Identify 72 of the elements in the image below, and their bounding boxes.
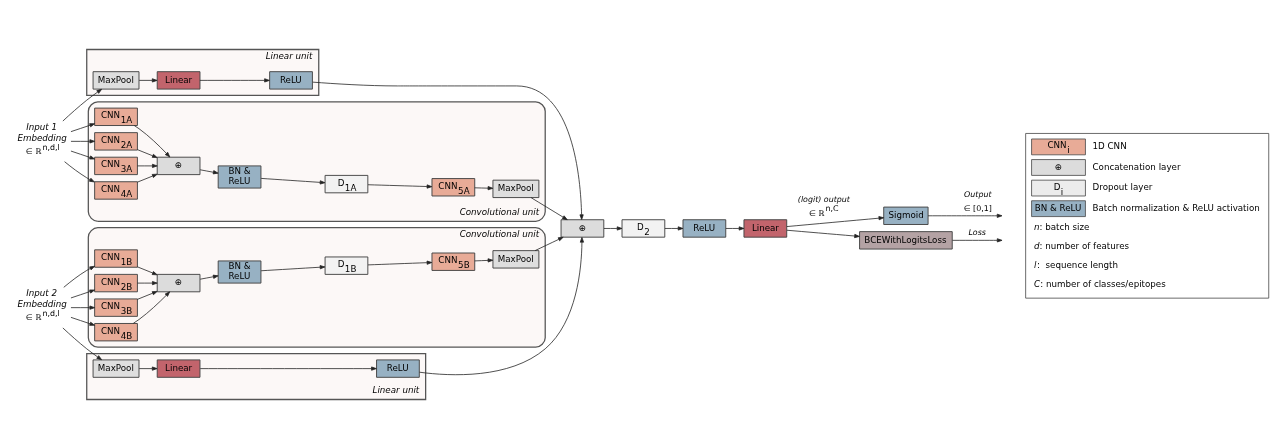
label: ⊕ [1054, 161, 1062, 172]
arrow [725, 225, 745, 230]
node-box: MaxPool [492, 179, 540, 198]
arrow [367, 260, 433, 265]
arrow [138, 77, 158, 82]
arrow [927, 213, 1003, 218]
node-box: ReLU [682, 218, 727, 238]
arrow [664, 225, 684, 230]
arrow [137, 148, 158, 158]
node-box: MaxPool [492, 249, 540, 269]
arrow [312, 81, 584, 220]
label: n: batch size [1033, 221, 1090, 232]
arrow [419, 236, 584, 375]
arrow [137, 280, 158, 285]
arrow [64, 160, 95, 182]
node-box: Sigmoid [883, 206, 929, 225]
arrow [138, 366, 158, 371]
arrow [199, 77, 270, 82]
node-box: ⊕ [156, 156, 201, 175]
arrow [70, 305, 96, 310]
node-box: Linear [156, 358, 201, 378]
arrow [474, 257, 494, 262]
node-text: Input 2 Embedding [17, 287, 67, 309]
node-box: ⊕ [156, 273, 201, 292]
legend-label: Dropout layer [1092, 181, 1153, 192]
arrow [367, 183, 433, 189]
arrow [137, 265, 158, 275]
edge-label: Loss [968, 227, 986, 237]
arrow [199, 274, 219, 280]
node-box: MaxPool [92, 70, 140, 90]
arrow [62, 88, 102, 121]
arrow [70, 138, 96, 143]
node-box: BN & ReLU [217, 259, 262, 284]
arrow [70, 150, 96, 159]
arrow [70, 316, 96, 326]
arrow [137, 173, 158, 183]
arrow [260, 264, 326, 271]
arrow [603, 225, 623, 230]
node-box: Linear [743, 218, 788, 238]
node-box: BCEWithLogitsLoss [859, 230, 953, 250]
label: l: sequence length [1033, 259, 1119, 270]
arrow [137, 163, 158, 168]
arrow [70, 289, 96, 298]
arrow [133, 124, 171, 157]
node-box: Linear [156, 70, 201, 90]
arrow [132, 290, 171, 324]
legend-label: 1D CNN [1092, 140, 1127, 151]
arrow [786, 229, 860, 238]
arrow [952, 237, 1003, 242]
arrow [534, 236, 564, 251]
label: d: number of features [1033, 240, 1130, 251]
legend-label: Concatenation layer [1092, 161, 1181, 172]
arrow [530, 196, 568, 220]
node-text: Input 1 Embedding [17, 121, 67, 143]
node-box: ReLU [269, 70, 313, 90]
node-box: ReLU [376, 358, 420, 378]
arrow [260, 177, 326, 184]
arrow [70, 122, 96, 132]
arrow [474, 185, 494, 190]
arrow [199, 168, 219, 174]
node-box: BN & ReLU [217, 164, 262, 189]
arrow [199, 366, 377, 371]
arrow [63, 265, 96, 288]
node-box: MaxPool [92, 358, 140, 378]
label: C: number of classes/epitopes [1033, 278, 1166, 289]
arrow [137, 290, 158, 300]
arrow [62, 327, 102, 360]
node-box: ⊕ [560, 218, 605, 238]
arrow [786, 215, 885, 227]
legend-label: Batch normalization & ReLU activation [1092, 202, 1260, 213]
edge-label: Output ∈ [0,1] [963, 189, 992, 213]
label: BN & ReLU [1034, 202, 1082, 213]
